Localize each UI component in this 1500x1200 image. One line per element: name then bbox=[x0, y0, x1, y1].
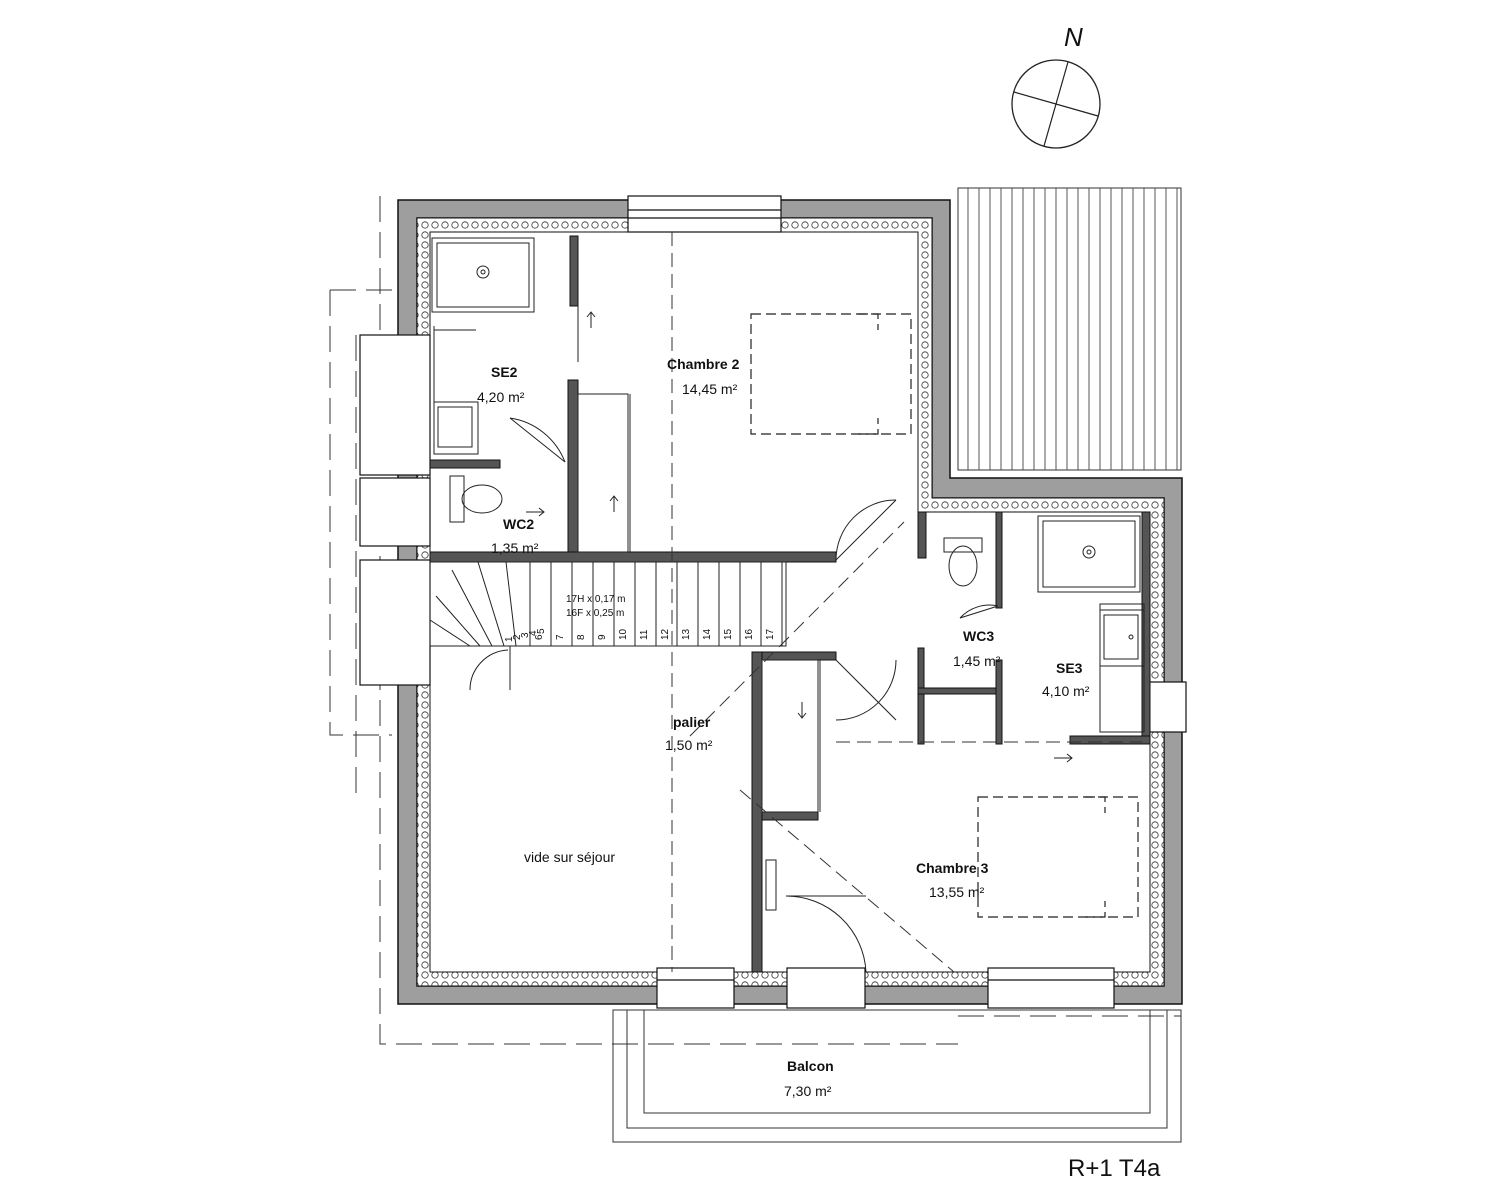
stair-step-number: 11 bbox=[639, 629, 650, 640]
stair-treads-label: 16F x 0,25 m bbox=[566, 608, 624, 619]
compass-circle bbox=[1011, 59, 1101, 149]
bed-chambre2 bbox=[750, 313, 912, 435]
stair-step-number: 1 bbox=[504, 636, 515, 642]
window-west-upper bbox=[359, 334, 431, 476]
stair-step-number: 17 bbox=[765, 628, 776, 640]
room-name-balcon: Balcon bbox=[787, 1058, 834, 1074]
room-area-se2: 4,20 m² bbox=[477, 389, 525, 405]
stair-step-number: 5 bbox=[536, 628, 547, 634]
shower-se2 bbox=[431, 237, 535, 313]
room-name-chambre2: Chambre 2 bbox=[667, 356, 740, 372]
toilet-wc3 bbox=[943, 537, 983, 587]
room-name-wc2: WC2 bbox=[503, 516, 534, 532]
stair-step-number: 15 bbox=[723, 628, 734, 640]
direction-arrows bbox=[526, 311, 1073, 763]
shower-se3 bbox=[1037, 515, 1141, 593]
balcony bbox=[612, 1009, 1182, 1143]
room-name-se3: SE3 bbox=[1056, 660, 1083, 676]
overhead-lines bbox=[671, 232, 1142, 973]
stair-step-number: 3 bbox=[520, 632, 531, 638]
room-name-se2: SE2 bbox=[491, 364, 518, 380]
window-west-mid bbox=[359, 477, 431, 547]
room-area-palier: 1,50 m² bbox=[665, 737, 713, 753]
window-west-lower bbox=[359, 559, 431, 686]
window-chambre2 bbox=[627, 195, 782, 233]
stair-step-number: 16 bbox=[744, 628, 755, 640]
room-labels: SE2 4,20 m² Chambre 2 14,45 m² WC2 1,35 … bbox=[477, 356, 1090, 1099]
stair-step-number: 4 bbox=[528, 630, 539, 636]
room-area-chambre2: 14,45 m² bbox=[682, 381, 738, 397]
window-south-left bbox=[656, 967, 735, 1009]
stair-step-number: 10 bbox=[618, 628, 629, 640]
room-name-wc3: WC3 bbox=[963, 628, 994, 644]
stair-step-number: 6 bbox=[534, 634, 545, 640]
window-chambre3 bbox=[987, 967, 1115, 1009]
staircase bbox=[429, 561, 787, 691]
doors bbox=[509, 417, 999, 973]
vide-sur-sejour-label: vide sur séjour bbox=[524, 849, 615, 865]
stair-step-number: 12 bbox=[660, 628, 671, 640]
stair-step-number: 7 bbox=[555, 634, 566, 640]
stair-step-number: 14 bbox=[702, 628, 713, 640]
room-name-chambre3: Chambre 3 bbox=[916, 860, 989, 876]
plan-title: R+1 T4a bbox=[1068, 1155, 1161, 1182]
stair-step-number: 13 bbox=[681, 628, 692, 640]
room-name-palier: palier bbox=[673, 714, 711, 730]
stair-step-number: 9 bbox=[597, 634, 608, 640]
balcony-door bbox=[786, 967, 866, 1009]
bed-chambre3 bbox=[977, 796, 1139, 918]
room-area-wc2: 1,35 m² bbox=[491, 540, 539, 556]
partitions bbox=[577, 306, 1145, 911]
roof-hatch bbox=[957, 187, 1182, 471]
roof-overhang-outline bbox=[329, 196, 1181, 1045]
room-area-chambre3: 13,55 m² bbox=[929, 884, 985, 900]
windows bbox=[359, 195, 1187, 1009]
room-area-wc3: 1,45 m² bbox=[953, 653, 1001, 669]
sink-se2 bbox=[433, 326, 479, 455]
toilet-wc2 bbox=[449, 475, 503, 523]
north-label: N bbox=[1064, 22, 1083, 52]
stair-step-number: 2 bbox=[512, 634, 523, 640]
room-area-balcon: 7,30 m² bbox=[784, 1083, 832, 1099]
north-compass: N bbox=[1011, 22, 1101, 149]
stair-risers-label: 17H x 0,17 m bbox=[566, 594, 625, 605]
room-area-se3: 4,10 m² bbox=[1042, 683, 1090, 699]
sink-se3 bbox=[1099, 609, 1145, 667]
window-se3 bbox=[1145, 681, 1187, 733]
stair-step-number: 8 bbox=[576, 634, 587, 640]
